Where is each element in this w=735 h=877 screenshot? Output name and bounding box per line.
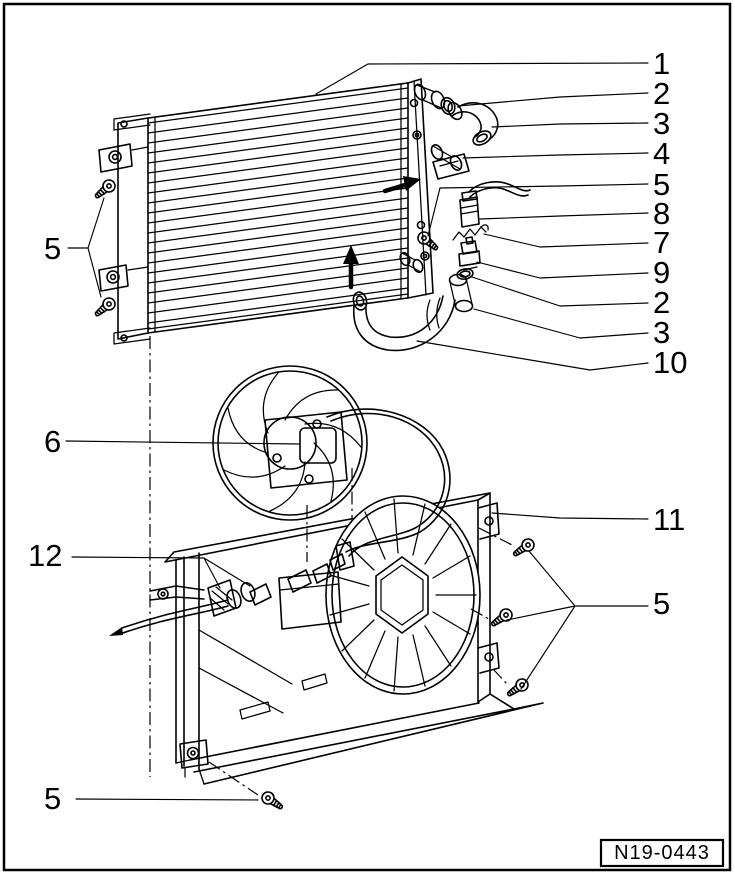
callout-5-left-label: 5 [44,231,61,266]
harness-connector-row [226,553,346,609]
shroud-mount-tab [477,502,500,540]
leader-5-shroud [506,550,649,690]
fan-motor [264,411,348,489]
leader-10 [416,340,649,371]
callout-2-label: 2 [653,76,670,111]
callout-4-label: 4 [653,136,670,171]
callout-5-bottom-label: 5 [44,781,61,816]
callout-3-label: 3 [653,106,670,141]
leader-2-lower [471,276,649,307]
shroud-vent-slot [301,673,328,691]
callout-9-label: 9 [653,255,670,290]
radiator-right-tank [407,78,434,299]
callout-7-label: 7 [653,225,670,260]
harness-wire [119,599,229,635]
callout-6-label: 6 [44,424,61,459]
right-arrow-icon [382,176,421,194]
leader-lines [65,62,649,801]
shroud-vent-slot [239,701,271,720]
hose-elbow-lower [448,273,474,313]
relay-box [278,571,342,630]
callout-12-label: 12 [28,538,62,573]
leader-5-right [427,183,649,237]
radiator-core [147,82,409,334]
shroud-left-bracket [149,585,205,601]
leader-11 [491,512,649,520]
screw-axis-line [478,527,513,546]
leader-2-upper [457,92,649,107]
screw-axis-line [470,608,490,620]
screw-axis-line [208,761,259,796]
callout-10-label: 10 [653,345,687,380]
callout-2b-label: 2 [653,285,670,320]
shroud-spokes [329,498,477,692]
callout-5-shroud-label: 5 [653,586,670,621]
wiring-harness-drawing [109,408,451,636]
shroud-mount-tab [477,642,500,674]
leader-7 [483,233,649,248]
screw-icon [258,788,287,814]
callout-5-radiator-label: 5 [653,167,670,202]
radiator-drawing [91,78,531,352]
leader-5-left [67,197,105,298]
shroud-foot-bracket [179,739,209,778]
radiator-side-bracket [432,153,470,180]
up-arrow-icon [343,245,359,290]
leader-8 [479,212,649,220]
screw-icon [487,605,516,631]
lower-hose [352,291,456,352]
leader-3-lower [473,308,649,339]
leader-1 [315,62,649,95]
figure-ref-box: N19-0443 [599,838,725,868]
callout-1-label: 1 [653,46,670,81]
shroud-drawing [149,492,544,785]
wire-tip [109,627,123,636]
radiator-outlet-stub [413,83,446,110]
radiator-mount-bracket-upper [98,143,149,173]
screw-icon [91,294,119,321]
leader-9 [476,261,649,279]
retaining-clip [452,224,489,241]
leader-3-upper [491,122,649,128]
radiator-left-tank [113,113,151,345]
bleeder-valve [459,181,531,228]
hose-elbow-upper [447,101,499,146]
leader-5-bottom [75,798,259,801]
screw-icon [509,535,538,561]
coolant-sensor [458,236,481,271]
screw-axis-line [492,668,508,685]
figure-ref-code: N19-0443 [614,842,710,864]
callout-8-label: 8 [653,196,670,231]
leader-12 [71,556,251,589]
leader-6 [65,440,301,445]
leader-4 [462,152,649,159]
callout-labels: 1 2 3 4 5 8 7 9 2 3 10 11 5 5 6 12 5 [28,46,687,816]
lower-tank-stub [399,251,424,274]
callout-3b-label: 3 [653,315,670,350]
screw-icon [91,176,119,203]
radiator-mount-bracket-lower [98,264,149,292]
callout-11-label: 11 [653,502,685,537]
harness-connector [335,541,355,571]
